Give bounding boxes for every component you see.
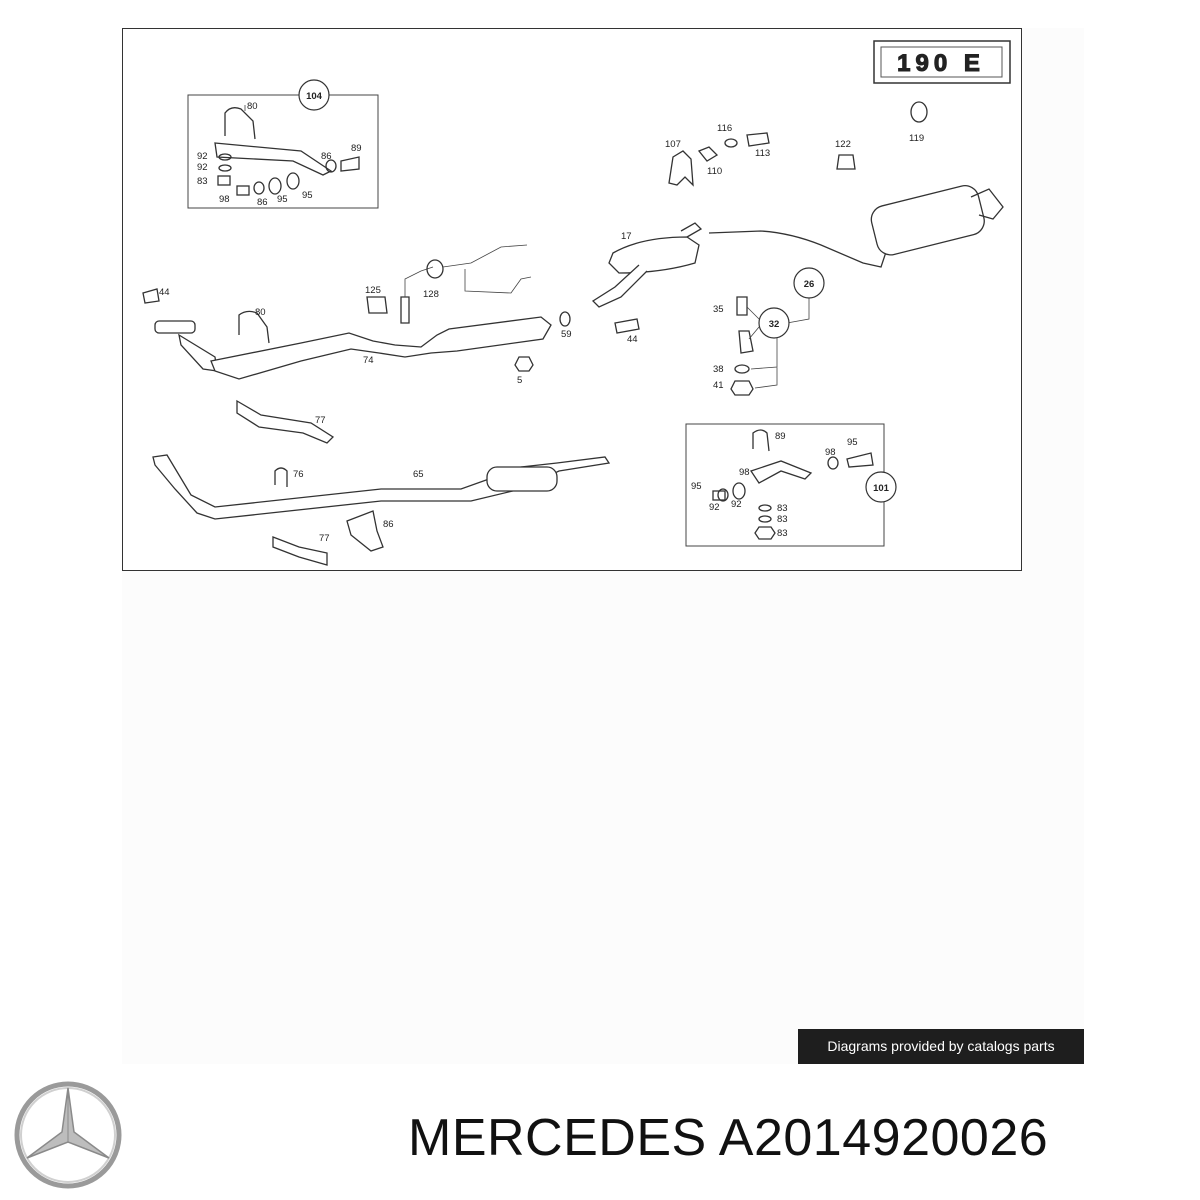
sensor-group: 125 128 59 44 (365, 244, 640, 345)
callout-35: 35 (713, 304, 724, 315)
callout-44a: 44 (159, 287, 170, 298)
callout-74: 77 (315, 415, 326, 426)
callout-98b: 95 (691, 481, 702, 492)
bracket-assembly-32: 35 32 38 41 (713, 296, 790, 396)
callout-80: 80 (247, 101, 258, 112)
callout-92d: 83 (777, 514, 788, 525)
callout-107: 107 (665, 139, 681, 150)
mercedes-star-logo (13, 1080, 123, 1190)
callout-92c: 83 (777, 503, 788, 514)
callout-80b: 80 (255, 307, 266, 318)
callout-125: 125 (365, 285, 381, 296)
callout-95a: 95 (277, 194, 288, 205)
callout-38: 38 (713, 364, 724, 375)
callout-89: 89 (351, 143, 362, 154)
exhaust-diagram: 190 E 104 80 92 92 83 98 86 95 95 86 89 … (122, 28, 1022, 571)
callout-86c: 98 (739, 467, 750, 478)
callout-86a: 86 (257, 197, 268, 208)
callout-92b: 92 (197, 162, 208, 173)
model-badge-text: 190 E (897, 50, 985, 77)
callout-47: 5 (517, 375, 522, 386)
callout-92a: 92 (197, 151, 208, 162)
callout-5: 65 (413, 469, 424, 480)
callout-95b: 95 (302, 190, 313, 201)
callout-65: 77 (319, 533, 330, 544)
callout-104: 104 (306, 91, 323, 102)
callout-77b: 89 (775, 431, 786, 442)
callout-17: 17 (621, 231, 632, 242)
callout-8: 74 (363, 355, 374, 366)
caption-banner: Diagrams provided by catalogs parts (798, 1029, 1084, 1064)
callout-86b: 86 (321, 151, 332, 162)
callout-95c: 92 (709, 502, 720, 513)
callout-89b: 95 (847, 437, 858, 448)
callout-119: 119 (909, 133, 924, 144)
front-muffler-17: 17 (591, 222, 703, 308)
callout-44b: 44 (627, 334, 638, 345)
detail-box-104: 104 80 92 92 83 98 86 95 95 86 89 (187, 79, 379, 209)
callout-128: 128 (423, 289, 439, 300)
part-title: MERCEDES A2014920026 (408, 1109, 1049, 1167)
callout-110: 110 (707, 166, 722, 177)
model-badge: 190 E (873, 40, 1011, 84)
front-pipe-8: 44 80 74 77 5 (142, 287, 552, 444)
callout-83b: 83 (777, 528, 788, 539)
callout-113: 113 (755, 148, 770, 159)
rear-muffler-assembly: 26 (708, 185, 1004, 324)
lower-pipe-5: 65 76 77 86 (152, 454, 611, 566)
callout-122: 122 (835, 139, 851, 150)
callout-76: 86 (383, 519, 394, 530)
callout-59: 59 (561, 329, 572, 340)
callout-83: 83 (197, 176, 208, 187)
detail-box-101: 89 98 98 95 101 95 92 92 83 83 83 (685, 423, 897, 547)
callout-101: 101 (873, 483, 890, 494)
exhaust-diagram-svg: 190 E 104 80 92 92 83 98 86 95 95 86 89 … (142, 40, 1011, 566)
callout-95d: 92 (731, 499, 742, 510)
hanger-parts-top: 107 116 113 110 122 119 (665, 101, 928, 187)
callout-116: 116 (717, 123, 732, 134)
callout-41: 41 (713, 380, 724, 391)
callout-32: 32 (769, 319, 780, 330)
callout-86d: 98 (825, 447, 836, 458)
callout-77a: 76 (293, 469, 304, 480)
callout-26: 26 (804, 279, 815, 290)
callout-98: 98 (219, 194, 230, 205)
